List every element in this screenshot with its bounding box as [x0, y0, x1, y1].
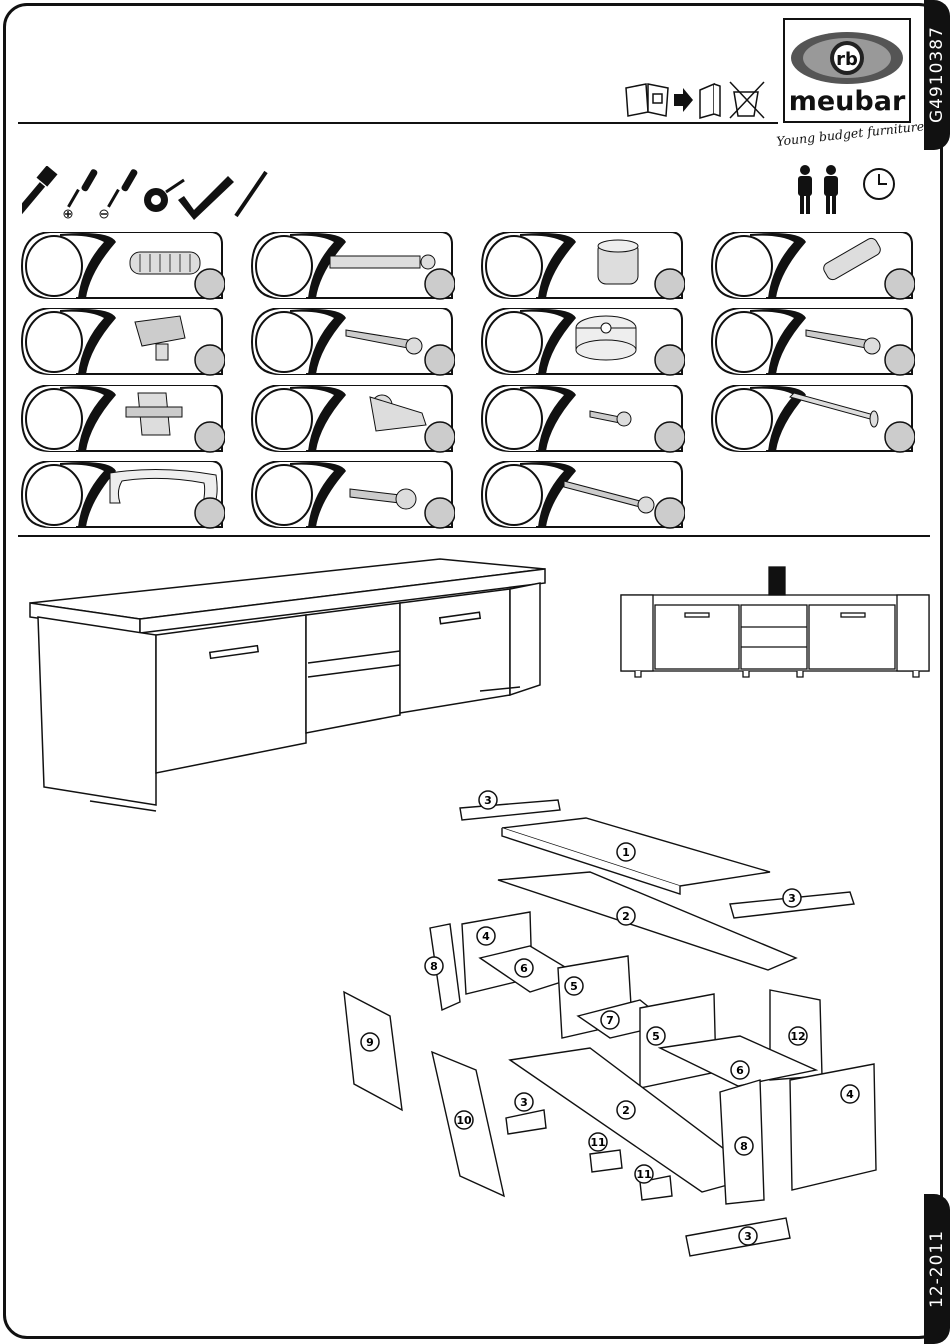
part-number: 3: [788, 892, 796, 905]
hammer-icon: [22, 166, 58, 217]
cup-hinge-icon: [250, 385, 455, 453]
part-number: 7: [606, 1014, 614, 1027]
hardware-item-shelf-support: [20, 308, 225, 376]
part-number: 5: [652, 1030, 660, 1043]
part-number: 6: [520, 962, 528, 975]
part-label-2: 2: [617, 907, 635, 925]
part-number: 2: [622, 910, 630, 923]
part-label-1: 1: [617, 843, 635, 861]
part-label-8: 8: [735, 1137, 753, 1155]
header-divider: [18, 122, 778, 124]
pencil-icon: [236, 172, 266, 216]
part-label-7: 7: [601, 1011, 619, 1029]
part-number: 11: [590, 1136, 605, 1149]
part-number: 6: [736, 1064, 744, 1077]
part-label-5: 5: [565, 977, 583, 995]
date-code: 12-2011: [927, 1230, 947, 1308]
open-manual-icon: [626, 84, 668, 116]
part-label-3: 3: [739, 1227, 757, 1245]
part-label-6: 6: [515, 959, 533, 977]
hardware-item-nail: [710, 385, 915, 453]
hardware-item-cam-lock: [480, 232, 685, 300]
hardware-item-furniture-glide: [480, 308, 685, 376]
connector-pin-icon: [710, 232, 915, 300]
handle-icon: [20, 461, 225, 529]
eye-logo-icon: rb: [785, 22, 909, 92]
part-number: 2: [622, 1104, 630, 1117]
screw-medium-icon: [250, 308, 455, 376]
arrow-icon: [674, 88, 693, 112]
hardware-item-connector-pin: [710, 232, 915, 300]
two-persons-icon: [793, 164, 845, 216]
part-label-8: 8: [425, 957, 443, 975]
doc-code-tab: G4910387: [924, 0, 950, 150]
furniture-glide-icon: [480, 308, 685, 376]
hardware-item-screw-long: [480, 461, 685, 529]
screw-tiny-icon: [480, 385, 685, 453]
assembled-furniture-perspective: [20, 555, 560, 815]
shelf-support-icon: [20, 308, 225, 376]
flat-screwdriver-icon: [100, 168, 138, 218]
part-label-11: 11: [589, 1133, 607, 1151]
manual-instruction-icons: [622, 78, 772, 120]
hardware-item-screw-medium: [250, 308, 455, 376]
nail-icon: [710, 385, 915, 453]
part-number: 8: [430, 960, 438, 973]
screw-long-icon: [480, 461, 685, 529]
part-number: 5: [570, 980, 578, 993]
part-label-10: 10: [455, 1111, 473, 1129]
part-number: 3: [744, 1230, 752, 1243]
part-number: 10: [456, 1114, 472, 1127]
wooden-dowel-icon: [20, 232, 225, 300]
part-number: 1: [622, 846, 630, 859]
brand-name: meubar: [785, 86, 909, 117]
part-label-3: 3: [479, 791, 497, 809]
hinge-plate-icon: [20, 385, 225, 453]
no-discard-icon: [730, 82, 764, 118]
part-label-6: 6: [731, 1061, 749, 1079]
part-number: 9: [366, 1036, 374, 1049]
cam-lock-icon: [480, 232, 685, 300]
tape-measure-icon: [144, 180, 184, 212]
screw-short-icon: [710, 308, 915, 376]
tools-row: [22, 166, 272, 222]
cam-bolt-icon: [250, 232, 455, 300]
binder-icon: [700, 84, 720, 118]
hardware-item-screw-washer-head: [250, 461, 455, 529]
hardware-item-screw-tiny: [480, 385, 685, 453]
hardware-item-cam-bolt: [250, 232, 455, 300]
assembled-furniture-front: [619, 565, 933, 683]
part-label-4: 4: [477, 927, 495, 945]
part-number: 4: [846, 1088, 854, 1101]
part-number: 4: [482, 930, 490, 943]
hardware-item-cup-hinge: [250, 385, 455, 453]
clock-icon: [861, 166, 897, 202]
part-label-11: 11: [635, 1165, 653, 1183]
part-label-9: 9: [361, 1033, 379, 1051]
part-label-5: 5: [647, 1027, 665, 1045]
date-code-tab: 12-2011: [924, 1194, 950, 1344]
part-number: 12: [790, 1030, 805, 1043]
svg-text:rb: rb: [836, 49, 858, 70]
doc-code: G4910387: [927, 27, 947, 124]
brand-logo: rb meubar: [783, 18, 911, 123]
part-number: 3: [520, 1096, 528, 1109]
part-label-4: 4: [841, 1085, 859, 1103]
hardware-item-hinge-plate: [20, 385, 225, 453]
hardware-divider: [18, 535, 930, 537]
screw-washer-head-icon: [250, 461, 455, 529]
part-label-12: 12: [789, 1027, 807, 1045]
part-label-2: 2: [617, 1101, 635, 1119]
part-label-3: 3: [783, 889, 801, 907]
part-label-3: 3: [515, 1093, 533, 1111]
phillips-screwdriver-icon: [64, 168, 98, 218]
hardware-item-wooden-dowel: [20, 232, 225, 300]
part-number: 8: [740, 1140, 748, 1153]
part-number: 3: [484, 794, 492, 807]
hardware-item-handle: [20, 461, 225, 529]
hardware-item-screw-short: [710, 308, 915, 376]
part-number: 11: [636, 1168, 651, 1181]
square-ruler-icon: [178, 176, 234, 220]
